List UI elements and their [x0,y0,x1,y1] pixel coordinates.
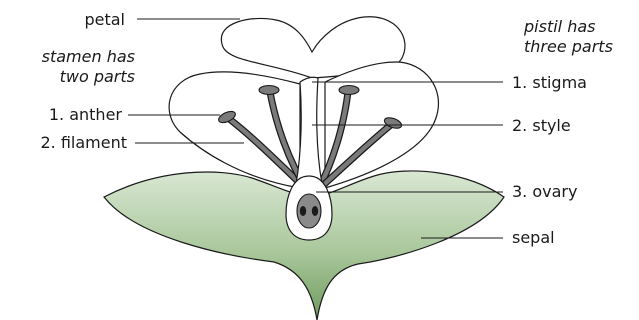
label-filament: 2. filament [40,133,127,152]
label-anther: 1. anther [49,105,123,124]
label-style: 2. style [512,116,571,135]
label-petal: petal [84,10,125,29]
label-sepal: sepal [512,228,555,247]
anther-2 [259,86,279,95]
label-stamen-line2: two parts [60,67,135,86]
label-ovary: 3. ovary [512,182,577,201]
anther-3 [339,86,359,95]
label-stigma: 1. stigma [512,73,587,92]
label-pistil-line2: three parts [524,37,613,56]
ovule-1 [300,206,306,216]
label-stamen-line1: stamen has [42,47,135,66]
label-pistil-line1: pistil has [523,17,595,36]
ovule-2 [312,206,318,216]
